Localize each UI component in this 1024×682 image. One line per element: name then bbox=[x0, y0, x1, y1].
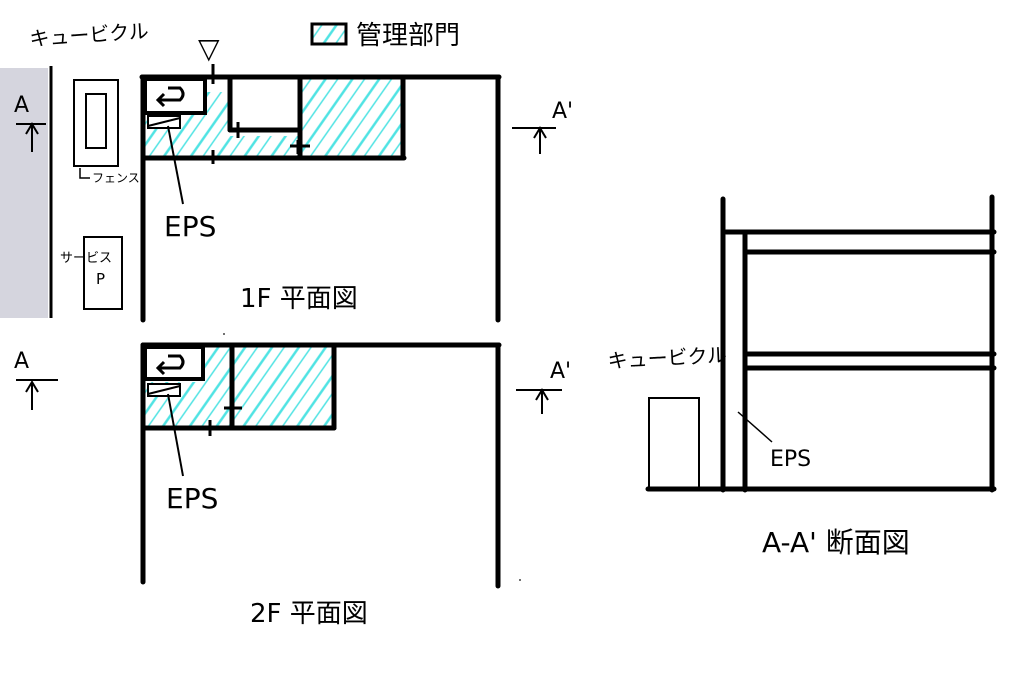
management-area-2f-left bbox=[145, 347, 230, 428]
section-marker-a-label: A bbox=[14, 349, 29, 374]
section-cubicle bbox=[648, 397, 700, 489]
cubicle-fence bbox=[73, 79, 119, 167]
section-cubicle-label: キュービクル bbox=[607, 343, 727, 373]
sketch-dot bbox=[519, 579, 521, 581]
cubicle-box bbox=[85, 93, 107, 149]
section-marker-a-prime-1f: A' bbox=[512, 99, 573, 154]
plan-2f: EPS 2F 平面図 bbox=[140, 342, 502, 629]
eps-label-1f: EPS bbox=[164, 210, 216, 243]
fence-label: フェンス bbox=[92, 171, 140, 185]
section-title: A-A' 断面図 bbox=[762, 526, 910, 559]
section-marker-a-prime-label: A' bbox=[550, 359, 571, 384]
stair-arrow-1f bbox=[155, 86, 185, 108]
section-marker-a-1f: A bbox=[14, 93, 46, 152]
section-aa: キュービクル EPS A-A' 断面図 bbox=[607, 194, 997, 559]
legend-label: 管理部門 bbox=[356, 21, 460, 51]
road-strip bbox=[0, 68, 48, 318]
plan-1f: ▽ EPS 1F 平面図 bbox=[139, 32, 502, 323]
management-area-1f-right bbox=[300, 79, 403, 158]
plan-1f-title: 1F 平面図 bbox=[240, 284, 358, 314]
section-marker-a-label: A bbox=[14, 93, 29, 118]
fence-leader bbox=[79, 168, 90, 179]
service-parking-mark: P bbox=[96, 270, 105, 288]
section-eps-leader bbox=[737, 411, 773, 443]
legend-hatch-swatch bbox=[310, 22, 348, 46]
sketch-dot bbox=[223, 333, 225, 335]
eps-shaft-2f bbox=[147, 383, 181, 397]
eps-shaft-1f bbox=[147, 115, 181, 129]
eps-leader-1f bbox=[167, 125, 184, 205]
service-parking-label: サービス bbox=[60, 251, 112, 266]
stair-box-1f bbox=[143, 77, 207, 115]
plan-2f-title: 2F 平面図 bbox=[250, 599, 368, 629]
management-area-1f-left bbox=[145, 92, 298, 158]
section-marker-a-prime-label: A' bbox=[552, 99, 573, 124]
section-marker-a-2f: A bbox=[14, 349, 58, 410]
stair-box-2f bbox=[143, 345, 205, 381]
management-area-2f-right bbox=[232, 347, 334, 428]
entrance-mark: ▽ bbox=[198, 32, 220, 65]
stair-arrow-2f bbox=[155, 354, 185, 376]
site-area: キュービクル フェンス サービス P bbox=[0, 19, 149, 318]
cubicle-label: キュービクル bbox=[29, 19, 150, 51]
legend: 管理部門 bbox=[310, 21, 460, 51]
service-parking bbox=[83, 236, 123, 310]
section-marker-a-prime-2f: A' bbox=[516, 359, 571, 414]
section-structure bbox=[645, 194, 997, 493]
section-eps-label: EPS bbox=[770, 447, 811, 472]
eps-leader-2f bbox=[167, 393, 184, 477]
eps-label-2f: EPS bbox=[166, 482, 218, 515]
